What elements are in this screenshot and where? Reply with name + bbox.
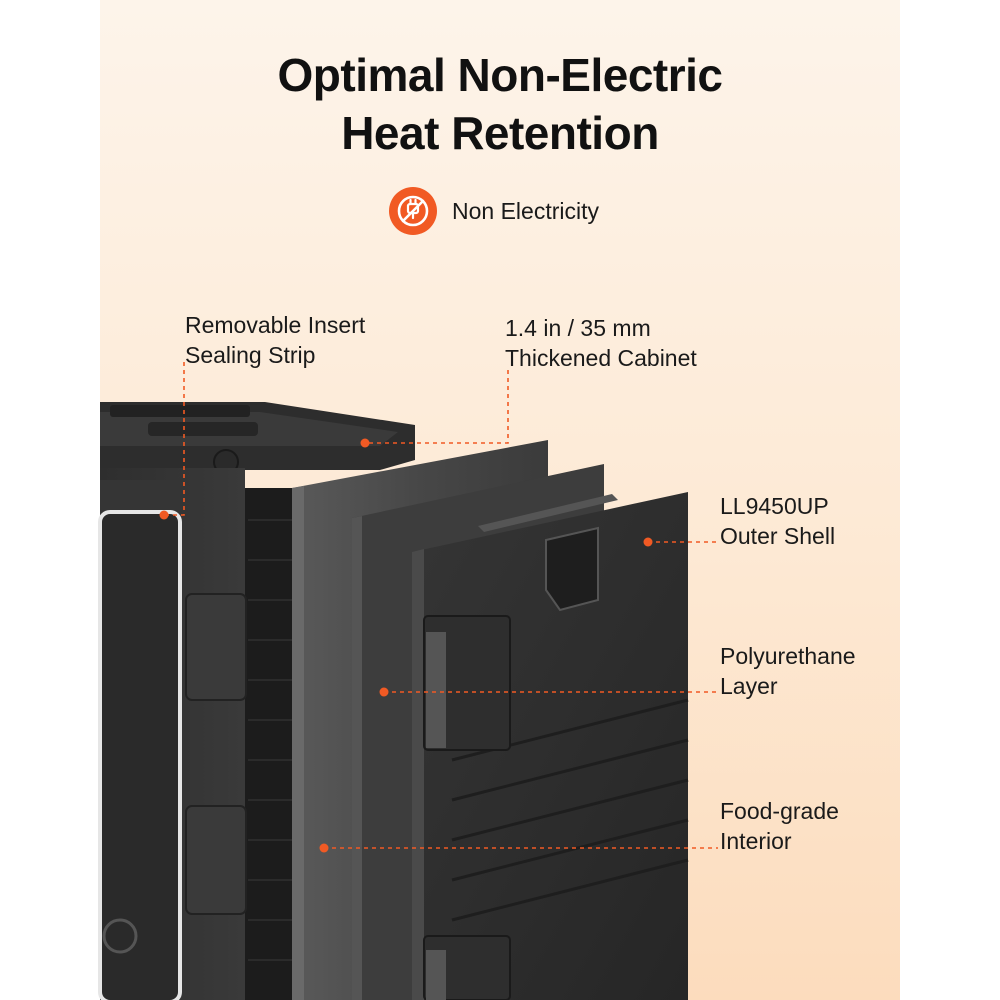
leader-sealing-strip <box>164 362 185 516</box>
callout-outer-shell-line-2: Outer Shell <box>720 523 836 549</box>
callout-sealing-strip-line-2: Sealing Strip <box>185 342 316 368</box>
badge-label: Non Electricity <box>452 197 599 224</box>
headline-line-2: Heat Retention <box>341 107 659 159</box>
leader-cabinet <box>365 370 509 444</box>
dot-polyurethane <box>379 687 389 697</box>
headline: Optimal Non-Electric Heat Retention <box>100 46 900 162</box>
callout-cabinet-line-1: 1.4 in / 35 mm <box>505 315 651 341</box>
dot-interior <box>319 843 329 853</box>
door-ribs <box>451 698 689 922</box>
cabinet-vent-lines <box>248 519 292 961</box>
callout-sealing-strip: Removable Insert Sealing Strip <box>185 310 365 370</box>
dot-sealing-strip <box>159 510 169 520</box>
cabinet-lid <box>100 402 415 475</box>
callout-cabinet: 1.4 in / 35 mm Thickened Cabinet <box>505 313 697 373</box>
callout-interior: Food-grade Interior <box>720 796 839 856</box>
callout-polyurethane: Polyurethane Layer <box>720 641 856 701</box>
headline-line-1: Optimal Non-Electric <box>277 49 723 101</box>
dot-outer-shell <box>643 537 653 547</box>
dot-cabinet <box>360 438 370 448</box>
callout-outer-shell-line-1: LL9450UP <box>720 493 829 519</box>
callout-cabinet-line-2: Thickened Cabinet <box>505 345 697 371</box>
callout-polyurethane-line-2: Layer <box>720 673 778 699</box>
outer-shell-door <box>412 492 689 1000</box>
callout-interior-line-2: Interior <box>720 828 792 854</box>
callout-interior-line-1: Food-grade <box>720 798 839 824</box>
cabinet-body <box>98 468 295 1000</box>
no-plug-icon <box>389 187 437 235</box>
callout-outer-shell: LL9450UP Outer Shell <box>720 491 835 551</box>
callout-sealing-strip-line-1: Removable Insert <box>185 312 366 338</box>
callout-dots <box>159 438 653 853</box>
callout-polyurethane-line-1: Polyurethane <box>720 643 856 669</box>
callout-leaders <box>164 362 718 849</box>
non-electricity-badge: Non Electricity <box>388 186 599 236</box>
